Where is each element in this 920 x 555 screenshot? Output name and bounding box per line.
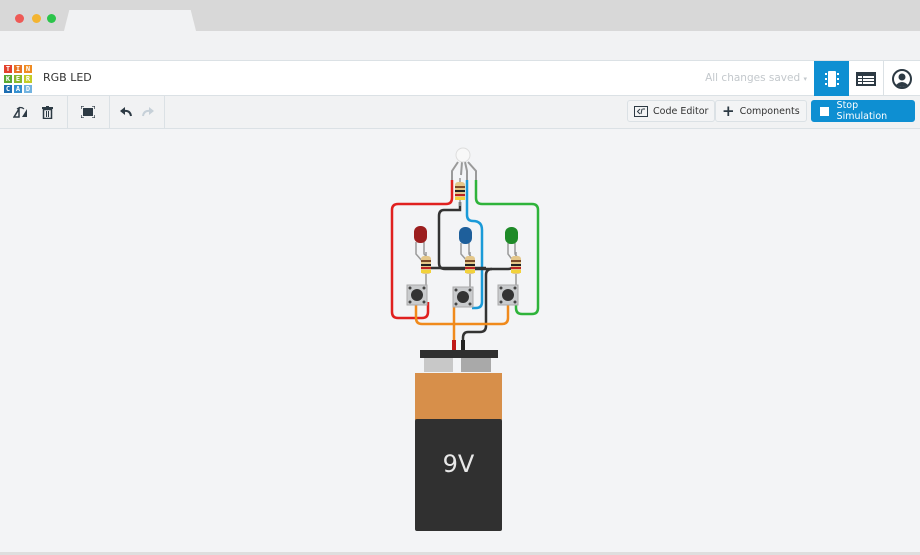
logo-letter: K: [3, 74, 13, 84]
delete-button[interactable]: [39, 104, 55, 120]
pushbutton[interactable]: [406, 284, 428, 306]
logo-letter: I: [13, 64, 23, 74]
toolbar-divider: [67, 96, 68, 128]
user-account-button[interactable]: [884, 61, 919, 96]
plus-icon: +: [722, 101, 735, 120]
rotate-icon: [13, 106, 27, 118]
design-title[interactable]: RGB LED: [43, 71, 92, 84]
toolbar-divider: [109, 96, 110, 128]
blue-led[interactable]: [459, 227, 473, 263]
circuit-chip-icon: [824, 70, 839, 87]
component-list-button[interactable]: [849, 61, 884, 96]
user-avatar-icon: [891, 68, 912, 89]
toolbar: Code Editor + Components Stop Simulation: [0, 96, 920, 129]
resistor[interactable]: [465, 252, 475, 288]
resistor[interactable]: [511, 252, 521, 288]
close-window-button[interactable]: [15, 14, 24, 23]
browser-chrome: [0, 0, 920, 60]
list-table-icon: [856, 71, 876, 86]
trash-icon: [41, 105, 53, 119]
logo-letter: A: [13, 84, 23, 94]
components-label: Components: [739, 105, 800, 117]
code-editor-label: Code Editor: [653, 105, 709, 117]
rotate-button[interactable]: [13, 104, 29, 120]
battery-voltage-label: 9V: [442, 450, 475, 478]
9v-battery[interactable]: [415, 350, 502, 531]
code-icon: [634, 105, 648, 117]
browser-tab[interactable]: [64, 10, 196, 31]
circuit-diagram[interactable]: [0, 130, 920, 550]
logo-letter: C: [3, 84, 13, 94]
redo-icon: [142, 107, 154, 117]
chevron-down-icon: ▾: [803, 75, 807, 83]
bottom-border: [0, 552, 920, 555]
stop-simulation-button[interactable]: Stop Simulation: [811, 100, 915, 122]
save-status-text: All changes saved: [705, 72, 801, 84]
minimize-window-button[interactable]: [32, 14, 41, 23]
logo-letter: N: [23, 64, 33, 74]
resistor[interactable]: [455, 178, 465, 206]
save-status[interactable]: All changes saved ▾: [705, 72, 807, 84]
undo-button[interactable]: [118, 104, 134, 120]
red-led[interactable]: [414, 226, 429, 263]
logo-letter: E: [13, 74, 23, 84]
resistor[interactable]: [421, 252, 431, 288]
logo-letter: D: [23, 84, 33, 94]
circuit-canvas[interactable]: [0, 130, 920, 550]
maximize-window-button[interactable]: [47, 14, 56, 23]
toolbar-divider: [164, 96, 165, 128]
stop-square-icon: [820, 106, 829, 116]
components-button[interactable]: + Components: [715, 100, 807, 122]
fit-to-view-icon: [81, 106, 95, 118]
circuit-view-button[interactable]: [814, 61, 849, 96]
tab-strip: [0, 0, 920, 31]
code-editor-button[interactable]: Code Editor: [627, 100, 716, 122]
pushbutton[interactable]: [452, 286, 474, 308]
redo-button[interactable]: [140, 104, 156, 120]
stop-simulation-label: Stop Simulation: [836, 100, 888, 122]
rgb-led[interactable]: [455, 147, 471, 163]
fit-view-button[interactable]: [80, 104, 96, 120]
logo-letter: T: [3, 64, 13, 74]
logo-letter: R: [23, 74, 33, 84]
pushbutton[interactable]: [497, 284, 519, 306]
undo-icon: [120, 107, 132, 117]
